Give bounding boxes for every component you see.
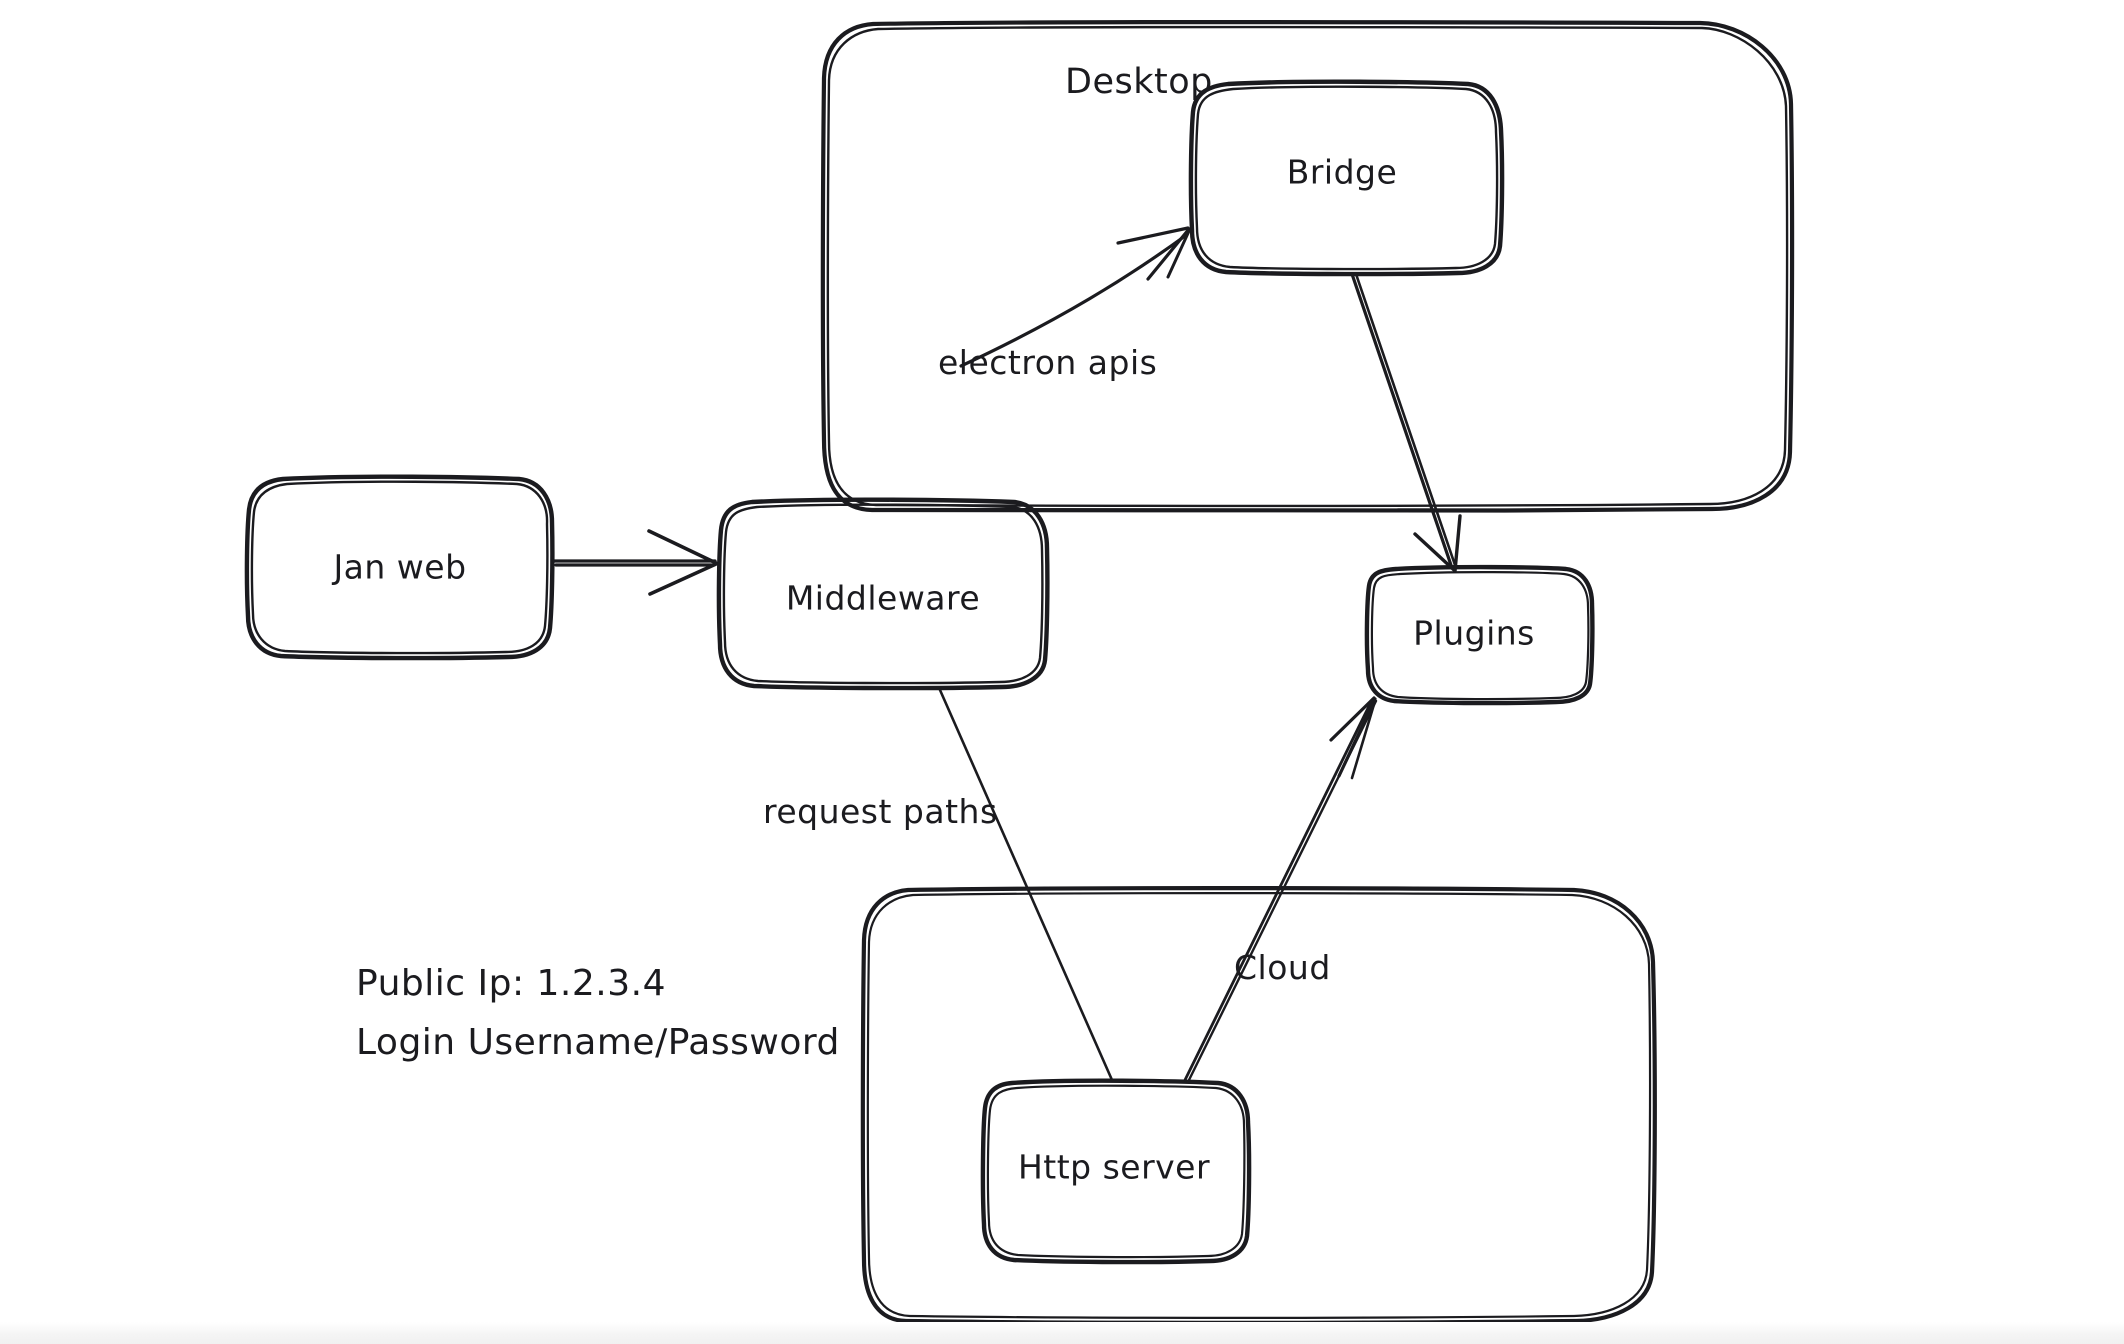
node-label-plugins: Plugins [1413, 613, 1535, 653]
node-middleware-outline [716, 497, 1050, 691]
edge-jan-web-to-middleware [552, 529, 718, 596]
bottom-edge-strip [0, 1322, 2124, 1344]
node-jan-web-outline [244, 474, 555, 661]
group-label-desktop: Desktop [1065, 62, 1213, 102]
edge-bridge-to-plugins [1350, 272, 1462, 573]
edge-label-electron-apis: electron apis [938, 343, 1158, 382]
node-label-bridge: Bridge [1286, 152, 1398, 192]
node-label-middleware: Middleware [785, 578, 981, 618]
note-public-ip: Public Ip: 1.2.3.4 [356, 963, 666, 1004]
edge-label-request-paths: request paths [763, 792, 998, 831]
edge-label-cloud: Cloud [1234, 948, 1331, 987]
edge-middleware-to-http-server [938, 688, 1114, 1082]
node-label-jan-web: Jan web [333, 547, 467, 587]
node-http-server-outline [980, 1078, 1252, 1265]
edge-middleware-to-bridge [959, 226, 1191, 368]
edge-http-server-to-plugins [1183, 696, 1378, 1082]
note-login: Login Username/Password [356, 1022, 840, 1063]
group-desktop-outline [820, 19, 1795, 514]
node-bridge-outline [1188, 79, 1505, 277]
group-cloud-outline [860, 886, 1657, 1325]
node-label-http-server: Http server [1017, 1147, 1211, 1187]
node-plugins-outline [1364, 564, 1595, 706]
